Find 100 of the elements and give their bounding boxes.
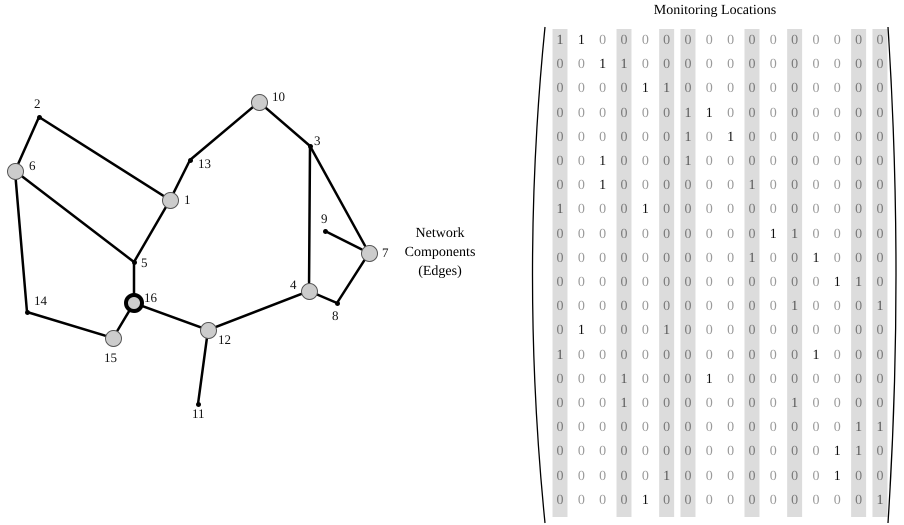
matrix-value: 0 (662, 106, 672, 122)
matrix-value: 1 (747, 250, 756, 267)
node-number: 2 (34, 97, 40, 111)
matrix-value: 0 (640, 57, 650, 74)
matrix-value: 0 (811, 130, 820, 146)
matrix-value: 1 (832, 444, 842, 460)
matrix-value: 0 (747, 154, 756, 170)
matrix-value: 0 (662, 202, 672, 218)
matrix-value: 0 (662, 178, 672, 194)
matrix-value: 0 (875, 81, 884, 98)
matrix-value: 1 (854, 275, 864, 291)
node-number: 15 (104, 351, 117, 365)
matrix-value: 0 (811, 106, 820, 122)
matrix-value: 0 (598, 250, 608, 267)
matrix-value: 0 (619, 492, 628, 509)
matrix-value: 0 (790, 492, 800, 509)
matrix-value: 0 (875, 33, 884, 49)
matrix-value: 1 (704, 106, 714, 122)
matrix-value: 0 (747, 106, 756, 122)
matrix-value: 0 (726, 250, 736, 267)
matrix-value: 1 (726, 130, 736, 146)
matrix-value: 0 (854, 372, 864, 388)
node-number: 5 (141, 256, 148, 270)
matrix-value: 0 (811, 57, 820, 74)
matrix-value: 0 (726, 33, 736, 49)
matrix-value: 0 (619, 178, 628, 194)
matrix-value: 0 (662, 226, 672, 243)
matrix-value: 0 (875, 57, 884, 74)
matrix-value: 1 (747, 178, 756, 194)
matrix-value: 0 (704, 250, 714, 267)
node-number: 16 (144, 291, 157, 305)
matrix-value: 0 (619, 81, 628, 98)
matrix-value: 0 (768, 33, 778, 49)
matrix-value: 0 (790, 250, 800, 267)
matrix-value: 0 (832, 348, 842, 364)
matrix-value: 0 (704, 226, 714, 243)
matrix-value: 0 (726, 154, 736, 170)
matrix-value: 0 (790, 154, 800, 170)
matrix-value: 0 (747, 299, 756, 316)
matrix-value: 0 (576, 154, 586, 170)
matrix-value: 0 (576, 372, 586, 388)
matrix-value: 0 (768, 299, 778, 316)
matrix-value: 0 (576, 202, 586, 218)
matrix-value: 0 (854, 154, 864, 170)
matrix-value: 0 (619, 275, 628, 291)
matrix-value: 0 (768, 81, 778, 98)
matrix-value: 0 (576, 250, 586, 267)
line-vertex (24, 310, 30, 314)
matrix-value: 0 (683, 33, 692, 49)
matrix-value: 0 (576, 468, 586, 485)
matrix-value: 0 (726, 396, 736, 412)
matrix-value: 0 (768, 323, 778, 340)
matrix-value: 0 (619, 444, 628, 460)
matrix-value: 0 (556, 396, 564, 412)
matrix-value: 0 (790, 444, 800, 460)
matrix-value: 0 (832, 154, 842, 170)
matrix-value: 0 (704, 81, 714, 98)
matrix-value: 0 (704, 202, 714, 218)
matrix-value: 0 (683, 468, 692, 485)
matrix-value: 0 (832, 106, 842, 122)
matrix-value: 1 (832, 275, 842, 291)
matrix-value: 0 (811, 372, 820, 388)
line-vertex (334, 300, 340, 306)
matrix-value: 0 (619, 154, 628, 170)
matrix-value: 0 (598, 202, 608, 218)
matrix-value: 0 (811, 420, 820, 436)
matrix-value: 0 (662, 420, 672, 436)
matrix-value: 0 (598, 299, 608, 316)
matrix-value: 0 (768, 57, 778, 74)
matrix-value: 0 (875, 154, 884, 170)
matrix-value: 0 (598, 468, 608, 485)
matrix-value: 0 (640, 468, 650, 485)
matrix-value: 0 (747, 396, 756, 412)
matrix-value: 0 (790, 81, 800, 98)
matrix-value: 0 (619, 226, 628, 243)
matrix-value: 0 (683, 444, 692, 460)
matrix-value: 0 (619, 299, 628, 316)
matrix-value: 0 (726, 420, 736, 436)
node-number: 13 (198, 157, 211, 171)
matrix-value: 0 (726, 468, 736, 485)
matrix-value: 0 (875, 178, 884, 194)
matrix-value: 0 (640, 299, 650, 316)
matrix-value: 0 (726, 323, 736, 340)
matrix-value: 0 (704, 348, 714, 364)
matrix-value: 0 (768, 492, 778, 509)
matrix-value: 0 (576, 178, 586, 194)
matrix-value: 0 (790, 178, 800, 194)
matrix-value: 0 (598, 130, 608, 146)
matrix-value: 0 (875, 323, 884, 340)
matrix-value: 0 (768, 468, 778, 485)
matrix-value: 0 (832, 492, 842, 509)
matrix-value: 1 (598, 178, 608, 194)
matrix-value: 0 (598, 81, 608, 98)
matrix-value: 0 (747, 275, 756, 291)
junction-circle (300, 282, 318, 300)
node-number: 8 (332, 309, 338, 323)
matrix-value: 0 (704, 275, 714, 291)
line-vertex (132, 260, 136, 264)
line-vertex (322, 228, 328, 234)
matrix-value: 0 (747, 323, 756, 340)
